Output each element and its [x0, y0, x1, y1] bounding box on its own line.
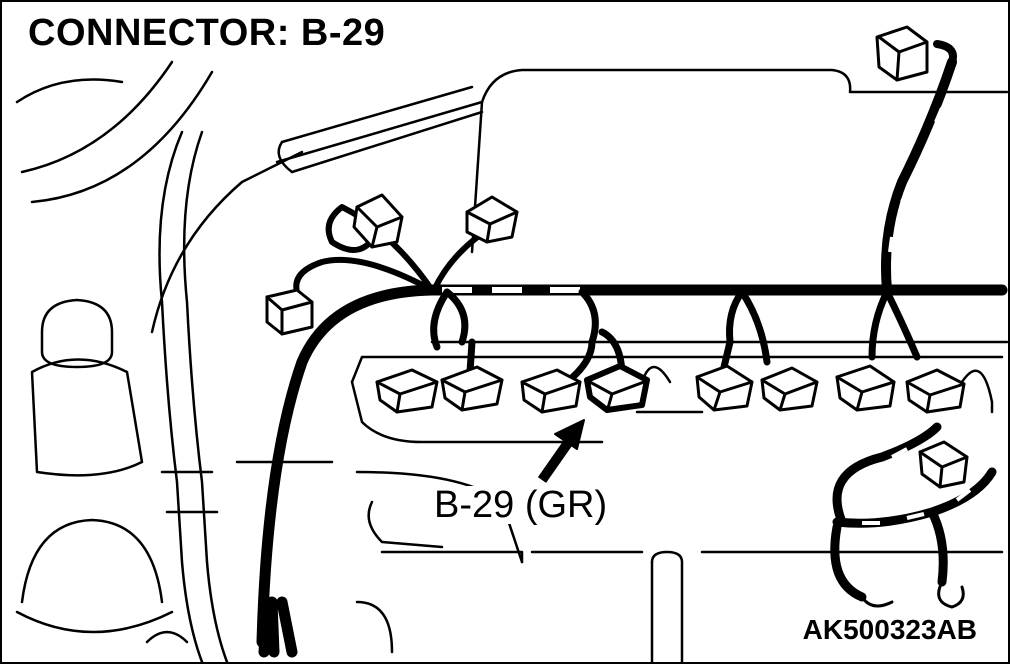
engine-outlines [15, 60, 1009, 664]
connector-b29-highlight [584, 363, 650, 413]
connector-branches [430, 288, 921, 386]
connector-callout-label: B-29 (GR) [430, 486, 612, 524]
pointer-arrow [537, 419, 585, 483]
connectors [265, 25, 969, 489]
harness-loop [830, 422, 997, 602]
diagram-title: CONNECTOR: B-29 [24, 12, 390, 55]
branch-harness-right [881, 57, 957, 295]
figure-code: AK500323AB [799, 614, 980, 646]
main-harness [256, 284, 1008, 658]
